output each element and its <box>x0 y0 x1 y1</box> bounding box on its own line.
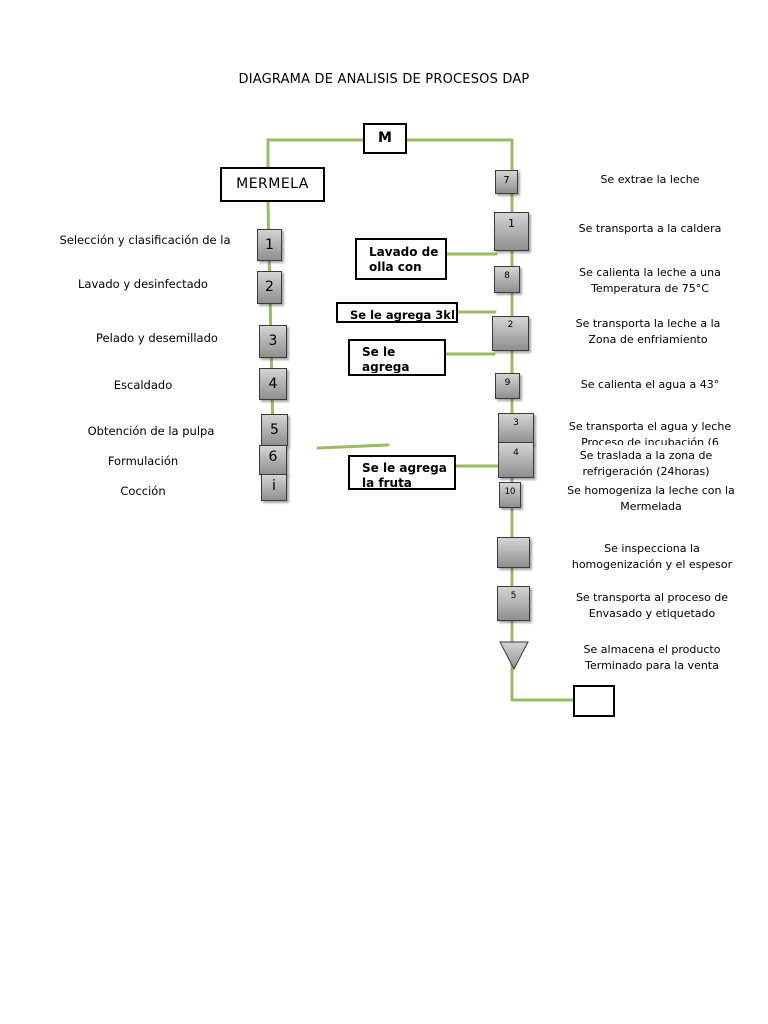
side-box-se-le-agrega: Se le agrega <box>348 339 446 376</box>
right-label-5: Se calienta el agua a 43° <box>580 378 720 391</box>
left-label-3: Pelado y desemillado <box>96 331 218 345</box>
left-op-3: 3 <box>259 325 287 358</box>
right-op-3: 3 <box>498 413 534 444</box>
right-op-7: 7 <box>495 170 518 194</box>
right-label-3: Se calienta la leche a una Temperatura d… <box>579 266 721 295</box>
storage-triangle-icon <box>499 641 529 671</box>
top-box-m: M <box>363 123 407 154</box>
left-label-1: Selección y clasificación de la <box>59 233 231 247</box>
right-label-1: Se extrae la leche <box>600 173 700 186</box>
right-op-9: 9 <box>495 373 520 399</box>
side-box-fruta: Se le agrega la fruta <box>348 455 456 490</box>
left-label-6: Formulación <box>107 454 179 468</box>
left-op-6: 6 <box>259 445 287 475</box>
left-op-5: 5 <box>261 414 288 446</box>
left-box-label: MERMELA <box>236 176 309 192</box>
right-label-2: Se transporta a la caldera <box>578 222 722 235</box>
right-op-5: 5 <box>497 586 530 621</box>
side-box-3kl: Se le agrega 3kl <box>336 302 458 323</box>
page-title: DIAGRAMA DE ANALISIS DE PROCESOS DAP <box>238 72 530 87</box>
connector-right-top <box>404 138 514 172</box>
right-op-4: 4 <box>498 442 534 478</box>
connector-left-top <box>266 138 366 174</box>
right-label-11: Se almacena el producto Terminado para l… <box>583 643 721 672</box>
side-box-lavado: Lavado de olla con <box>355 238 447 280</box>
connector-to-end <box>510 668 576 702</box>
right-op-1: 1 <box>494 212 529 251</box>
left-label-2: Lavado y desinfectado <box>78 277 208 291</box>
right-op-inspection <box>497 537 530 568</box>
right-label-8: Se homogeniza la leche con la Mermelada <box>567 484 735 513</box>
left-op-4: 4 <box>259 368 287 400</box>
top-box-label: M <box>378 130 392 146</box>
connector-crossover <box>316 443 390 450</box>
left-label-5: Obtención de la pulpa <box>87 424 215 438</box>
right-label-7: Se traslada a la zona de refrigeración (… <box>579 449 713 478</box>
right-op-10: 10 <box>499 482 521 508</box>
right-label-4: Se transporta la leche a la Zona de enfr… <box>575 317 721 346</box>
left-label-4: Escaldado <box>113 378 173 392</box>
left-label-7: Cocción <box>120 484 166 498</box>
right-label-9: Se inspecciona la homogenización y el es… <box>571 542 733 571</box>
left-op-1: 1 <box>257 229 282 261</box>
end-box <box>573 685 615 717</box>
left-op-7: i <box>261 474 287 501</box>
left-op-2: 2 <box>257 271 282 304</box>
right-op-2: 2 <box>492 316 529 351</box>
left-box-mermela: MERMELA <box>220 167 325 202</box>
right-op-8: 8 <box>494 266 520 293</box>
right-label-6: Se transporta el agua y leche Proceso de… <box>568 420 732 445</box>
right-label-10: Se transporta al proceso de Envasado y e… <box>575 591 729 620</box>
